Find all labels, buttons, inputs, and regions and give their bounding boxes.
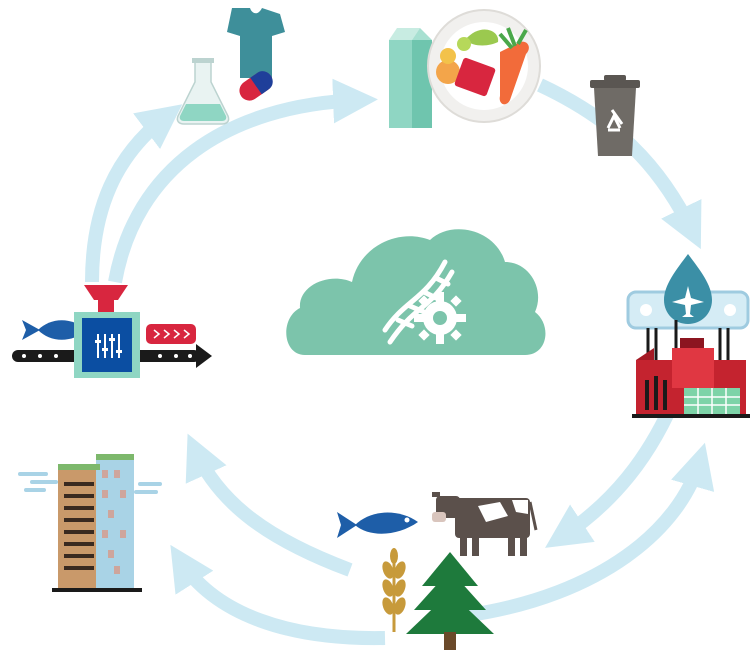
fuel-drop-airplane-icon — [664, 254, 712, 324]
arrow-processing-to-flask — [85, 104, 183, 283]
cow-icon — [432, 492, 538, 556]
arrow-biomass-to-processing — [185, 433, 353, 577]
pine-tree-icon — [406, 552, 494, 650]
green-building-icon — [52, 454, 142, 592]
green-building-group — [18, 454, 162, 592]
meat-icon — [146, 324, 196, 344]
gear-icon — [414, 292, 466, 344]
conveyor-machine-icon — [74, 285, 140, 378]
arrow-biomass-to-building — [170, 544, 386, 646]
t-shirt-icon — [227, 8, 285, 78]
flask-icon — [176, 58, 230, 125]
egg-icon — [436, 48, 460, 84]
processing-group — [12, 285, 212, 378]
arrow-processing-to-food — [108, 78, 378, 284]
arrow-biomass-to-refinery — [468, 442, 715, 622]
bio-products-group — [176, 8, 285, 125]
biorefinery-group — [626, 254, 750, 418]
wheat-icon — [382, 548, 406, 632]
recycle-symbol-icon — [606, 109, 624, 132]
biomass-group — [337, 492, 538, 650]
cloud-wisp-icon — [18, 472, 162, 494]
center-cloud-icon — [286, 229, 546, 355]
milk-carton-icon — [389, 28, 432, 128]
dna-helix-icon — [382, 259, 455, 345]
recycle-bin-icon — [590, 75, 640, 156]
fish-icon — [337, 512, 418, 538]
food-plate-icon — [427, 9, 541, 123]
pill-capsule-icon — [239, 71, 273, 101]
factory-icon — [632, 338, 750, 418]
food-group — [389, 9, 541, 128]
